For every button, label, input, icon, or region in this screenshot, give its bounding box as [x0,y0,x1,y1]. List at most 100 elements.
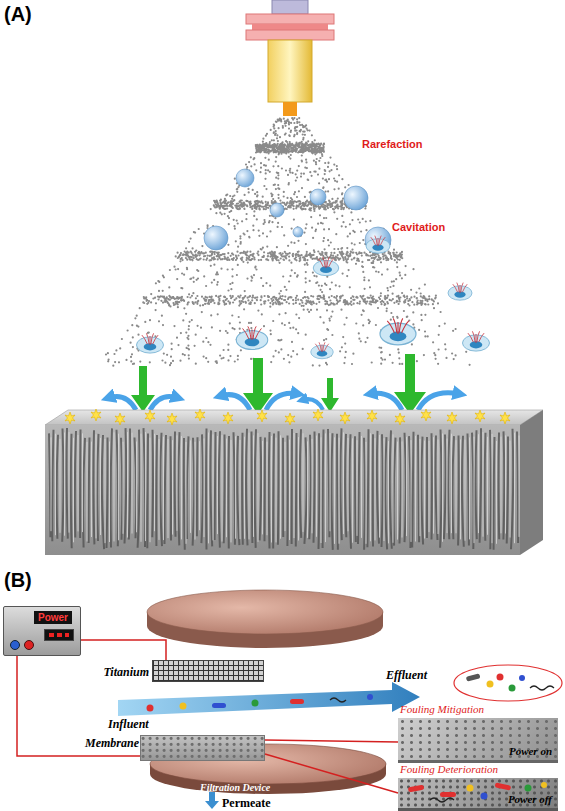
panel-heading: Fouling Deterioration [400,763,498,776]
shock-star [395,413,405,425]
flow-arrow [118,682,420,716]
shock-star [447,412,457,424]
particle [430,798,454,802]
permeate-arrow [205,792,219,809]
sound-wave-dots [106,118,470,366]
shock-star [313,409,323,421]
collapsing-bubble [380,318,416,344]
particle [440,792,456,797]
particle [487,681,494,688]
particle [530,686,554,690]
wire [81,640,166,660]
membrane-panel: Fouling DeteriorationPower off [398,778,558,808]
rebound-arrow [266,393,298,410]
collapsing-bubble [311,342,334,359]
particle [466,673,481,681]
shock-star [257,410,267,422]
wire [265,754,398,793]
impact-arrow [321,378,339,412]
transducer-flange [246,30,334,40]
device-top-plate [147,590,383,634]
part-label: Membrane [85,736,139,750]
shock-star [223,412,233,424]
particle [495,782,512,790]
titanium-mesh: Titanium [152,660,264,682]
rebound-arrow [108,397,136,411]
rebound-arrow [150,397,178,411]
rebound-arrow [220,395,250,410]
bubble [270,203,284,217]
panel-state: Power off [508,793,552,806]
particle [330,698,346,702]
wire [17,656,140,756]
bubble [310,189,326,205]
particle [252,700,259,707]
terminal [24,640,34,650]
bubble [344,186,368,210]
particle [509,685,516,692]
collapsing-bubble [448,283,472,301]
transducer-tip [283,102,297,116]
panel-state: Power on [509,745,552,758]
membrane-pores [49,428,518,550]
collapsing-bubble [313,257,339,276]
shock-star [367,410,377,422]
membrane-pores [51,432,519,544]
figure-label: (A) [4,2,32,26]
transducer-cap [272,0,308,14]
bubble [293,227,303,237]
shock-star [421,409,431,421]
display-text: Power [34,611,72,624]
flow-label: Permeate [222,797,271,810]
bubble [204,226,228,250]
particle [519,675,525,681]
digit-display [44,629,74,641]
wave-label: Cavitation [392,221,445,234]
particle [408,785,425,793]
transducer-flange [246,14,334,24]
collapsing-bubble [463,331,490,351]
shock-star [91,409,101,421]
rebound-arrow [302,399,323,410]
shock-star [195,409,205,421]
part-label: Titanium [103,665,149,679]
particle [481,793,488,800]
callout-ellipse [454,665,562,701]
particle [525,785,532,792]
particle [212,703,226,708]
particle [497,674,504,681]
collapsing-bubble [366,236,390,254]
terminal [10,640,20,650]
rebound-arrow [370,393,402,410]
particle [290,699,304,704]
shock-star [340,412,350,424]
flow-label: Effluent [386,668,427,682]
shock-star [115,413,125,425]
rebound-arrow [418,393,460,410]
particle [147,705,154,712]
digit-segments [49,633,69,637]
transducer-band [252,24,328,30]
particle [180,703,187,710]
flow-label: Influent [108,717,149,731]
shock-star [145,410,155,422]
wire [265,740,398,742]
shock-star [475,410,485,422]
membrane-side [520,410,543,555]
particle [541,782,547,788]
collapsing-bubble [137,333,164,353]
shock-star [500,412,510,424]
device-label: Filtration Device [200,782,270,794]
figure-label: (B) [4,568,32,592]
shock-star [285,413,295,425]
transducer-body [268,40,312,102]
bubble [236,169,254,187]
panel-heading: Fouling Mitigation [400,703,484,716]
membrane-panel: Fouling MitigationPower on [398,718,558,760]
shock-star [167,413,177,425]
